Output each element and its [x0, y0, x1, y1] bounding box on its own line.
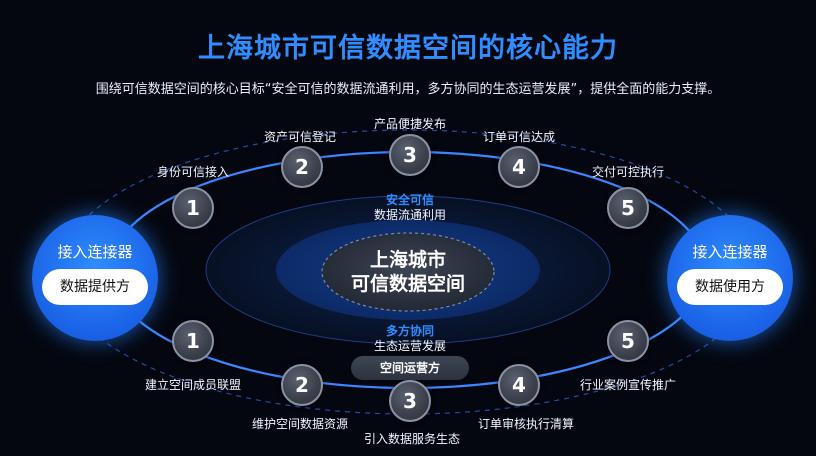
top-node-5-label: 交付可控执行 — [591, 165, 665, 179]
top-node-1: 1 — [172, 187, 214, 229]
bottom-node-5: 5 — [607, 320, 649, 362]
top-node-5: 5 — [607, 187, 649, 229]
bottom-node-1-label: 建立空间成员联盟 — [144, 378, 242, 392]
top-node-1-label: 身份可信接入 — [156, 165, 230, 179]
left-connector: 接入连接器 数据提供方 — [32, 215, 158, 341]
top-node-4: 4 — [498, 146, 540, 188]
top-node-3-label: 产品便捷发布 — [373, 117, 447, 131]
top-node-3: 3 — [389, 134, 431, 176]
bottom-node-2: 2 — [281, 364, 323, 406]
bottom-node-3-label: 引入数据服务生态 — [363, 432, 461, 446]
top-node-2-label: 资产可信登记 — [263, 130, 337, 144]
left-connector-title: 接入连接器 — [57, 243, 133, 261]
top-inner-strong: 安全可信 — [385, 193, 435, 207]
right-connector: 接入连接器 数据使用方 — [667, 215, 793, 341]
bottom-node-3: 3 — [389, 380, 431, 422]
page-subtitle: 围绕可信数据空间的核心目标“安全可信的数据流通利用，多方协同的生态运营发展”，提… — [95, 82, 721, 97]
bottom-node-4: 4 — [498, 364, 540, 406]
bottom-node-2-label: 维护空间数据资源 — [251, 417, 349, 431]
top-node-2: 2 — [281, 146, 323, 188]
bottom-node-5-label: 行业案例宣传推广 — [579, 378, 677, 392]
left-connector-pill: 数据提供方 — [42, 269, 148, 305]
bottom-node-4-label: 订单审核执行清算 — [477, 417, 575, 431]
top-inner-text: 数据流通利用 — [373, 208, 447, 222]
right-connector-pill: 数据使用方 — [677, 269, 783, 305]
top-node-4-label: 订单可信达成 — [482, 130, 556, 144]
core-ellipse — [321, 232, 495, 312]
center-line-2: 可信数据空间 — [350, 273, 466, 295]
bottom-inner-strong: 多方协同 — [385, 324, 435, 338]
right-connector-title: 接入连接器 — [692, 243, 768, 261]
bottom-inner-text: 生态运营发展 — [373, 339, 447, 353]
center-line-1: 上海城市 — [369, 249, 447, 271]
operator-pill: 空间运营方 — [351, 356, 469, 380]
bottom-node-1: 1 — [172, 320, 214, 362]
page-title: 上海城市可信数据空间的核心能力 — [198, 33, 618, 64]
center-core: 上海城市 可信数据空间 — [351, 248, 465, 296]
